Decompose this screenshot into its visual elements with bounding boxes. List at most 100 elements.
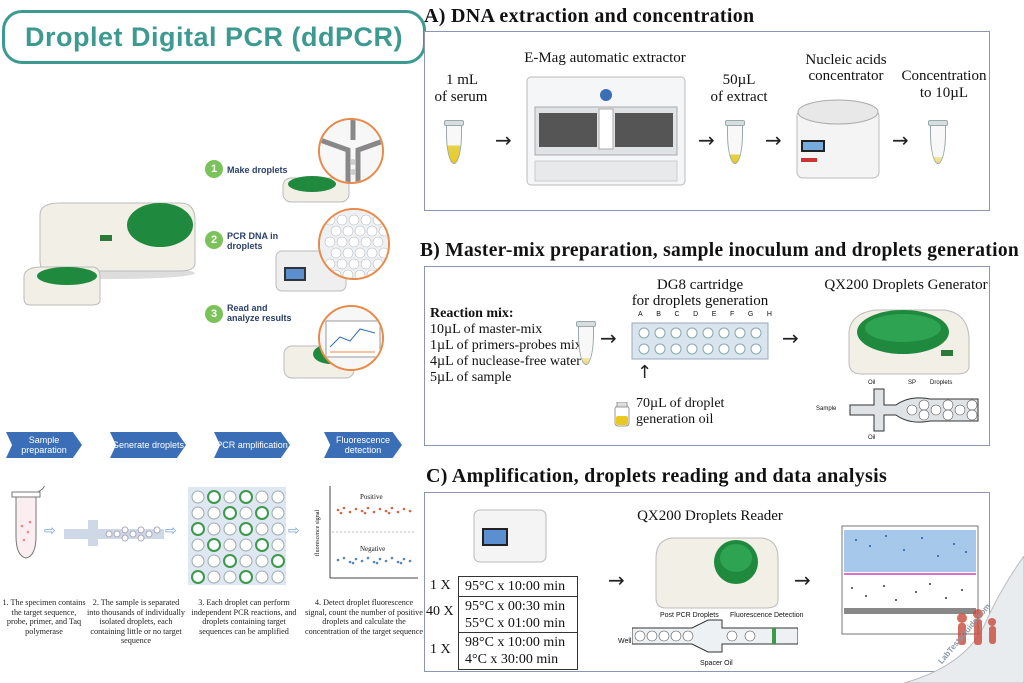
fluorescence-ylabel: fluorescence signal [315,509,321,557]
cartridge-label-1: DG8 cartridge [656,277,744,293]
column-c: C [674,311,680,318]
pcr-droplet-grid [188,487,286,585]
section-a-title: A) DNA extraction and concentration [424,5,755,27]
section-c-title: C) Amplification, droplets reading and d… [426,465,888,487]
positive-label: Positive [360,493,383,501]
reader-post-pcr-label: Post PCR Droplets [660,612,719,619]
serum-tube-cap [444,120,464,126]
workflow-caption-4: 4. Detect droplet fluorescence signal, c… [304,598,424,636]
arrow-c1: → [608,568,625,592]
column-f: F [730,311,735,318]
arrow-a4: → [892,128,909,152]
reader-label: QX200 Droplets Reader [637,508,783,524]
workflow-step-fluorescence-detection: Fluorescence detection [324,432,402,458]
extract-tube [727,124,743,164]
arrow-a1: → [495,128,512,152]
chip-sample-label: Sample [816,406,837,412]
step-1-instrument [282,172,352,204]
mix-tube [578,325,594,365]
workflow-arrow-2: ⇨ [165,523,177,539]
cycle-3-box: 98°C x 10:00 min 4°C x 30:00 min [458,632,578,670]
column-d: D [693,311,699,318]
concentration-label-2: to 10µL [919,85,969,101]
fluorescence-plot [318,482,418,582]
step-2-label: PCR DNA in droplets [227,231,279,251]
workflow-arrow-3: ⇨ [288,523,300,539]
arrow-c2: → [794,568,811,592]
cycle-3-step-2: 4°C x 30:00 min [465,652,559,667]
page-title: Droplet Digital PCR (ddPCR) [2,10,426,64]
reaction-mix-item-1: 10µL of master-mix [430,322,543,337]
column-b: B [656,311,661,318]
serum-label-1: 1 mL [445,72,479,88]
cycle-2-box: 95°C x 00:30 min 55°C x 01:00 min [458,596,578,634]
workflow-caption-2: 2. The sample is separated into thousand… [86,598,186,645]
arrow-a2: → [698,128,715,152]
extract-tube-cap [725,120,745,126]
cycle-3-step-1: 98°C x 10:00 min [465,635,566,650]
thermocycler-c [472,502,548,566]
arrow-b1: → [600,326,617,350]
chip-oil-top-label: Oil [868,380,876,386]
cycle-2-count: 40 X [426,604,454,619]
chip-oil-bottom-label: Oil [868,435,876,441]
workflow-step-pcr-amplification: PCR amplification [214,432,290,458]
concentrator-illustration [793,90,883,182]
generator-label: QX200 Droplets Generator [824,277,988,293]
oil-label-2: generation oil [636,412,714,427]
cartridge-label-2: for droplets generation [631,293,769,309]
mix-tube-cap [576,321,596,327]
step-2-badge: 2 [205,231,223,249]
reaction-mix-item-2: 1µL of primers-probes mix [430,338,582,353]
section-b-title: B) Master-mix preparation, sample inocul… [420,240,1020,261]
reader-well-label: Well [618,638,632,645]
cycle-1-count: 1 X [430,578,451,593]
workflow-caption-3: 3. Each droplet can perform independent … [191,598,297,636]
column-e: E [711,311,717,318]
droplet-junction-zoom [318,118,384,184]
arrow-b2: → [782,326,799,350]
droplet-chip-illustration [64,518,164,548]
dg8-cartridge [630,315,770,361]
concentrator-label-2: concentrator [808,68,884,84]
concentration-label-1: Concentration [901,68,987,84]
page-curl-watermark [903,555,1024,683]
droplet-array-zoom [318,208,390,280]
step-1-badge: 1 [205,160,223,178]
reader-fluorescence-label: Fluorescence Detection [730,612,804,619]
extract-label-1: 50µL [722,72,756,88]
serum-tube [446,124,462,164]
workflow-step-generate-droplets: Generate droplets [110,432,186,458]
sample-tube-illustration [8,483,48,566]
step-3-badge: 3 [205,305,223,323]
column-h: H [766,311,772,318]
extractor-label: E-Mag automatic extractor [524,50,686,66]
panel-a [424,31,990,211]
qx200-reader [652,528,782,610]
chip-droplets-label: Droplets [930,380,953,386]
workflow-step-sample-preparation: Sample preparation [6,432,82,458]
extract-label-2: of extract [710,89,768,105]
qx200-generator [845,300,973,378]
workflow-arrow-1: ⇨ [44,523,56,539]
oil-label-1: 70µL of droplet [636,396,725,411]
droplet-generator-small-illustration [22,262,102,307]
reaction-mix-title: Reaction mix: [430,306,514,321]
reaction-mix-item-4: 5µL of sample [430,370,512,385]
reaction-mix-item-3: 4µL of nuclease-free water [430,354,581,369]
concentrated-tube-cap [928,120,948,126]
generator-chip-diagram [830,385,980,435]
cartridge-columns: A B C D E F G H [638,311,772,318]
cycle-2-step-1: 95°C x 00:30 min [465,599,566,614]
cycle-2-step-2: 55°C x 01:00 min [465,616,566,631]
column-a: A [638,311,643,318]
concentrator-label-1: Nucleic acids [805,52,887,68]
workflow-caption-1: 1. The specimen contains the target sequ… [2,598,86,636]
chip-sp-label: SP [908,380,917,386]
arrow-a3: → [765,128,782,152]
results-zoom [318,305,384,371]
step-1-label: Make droplets [227,165,288,175]
cycle-1-box: 95°C x 10:00 min [458,576,578,597]
extractor-illustration [525,75,687,187]
negative-label: Negative [360,545,386,553]
